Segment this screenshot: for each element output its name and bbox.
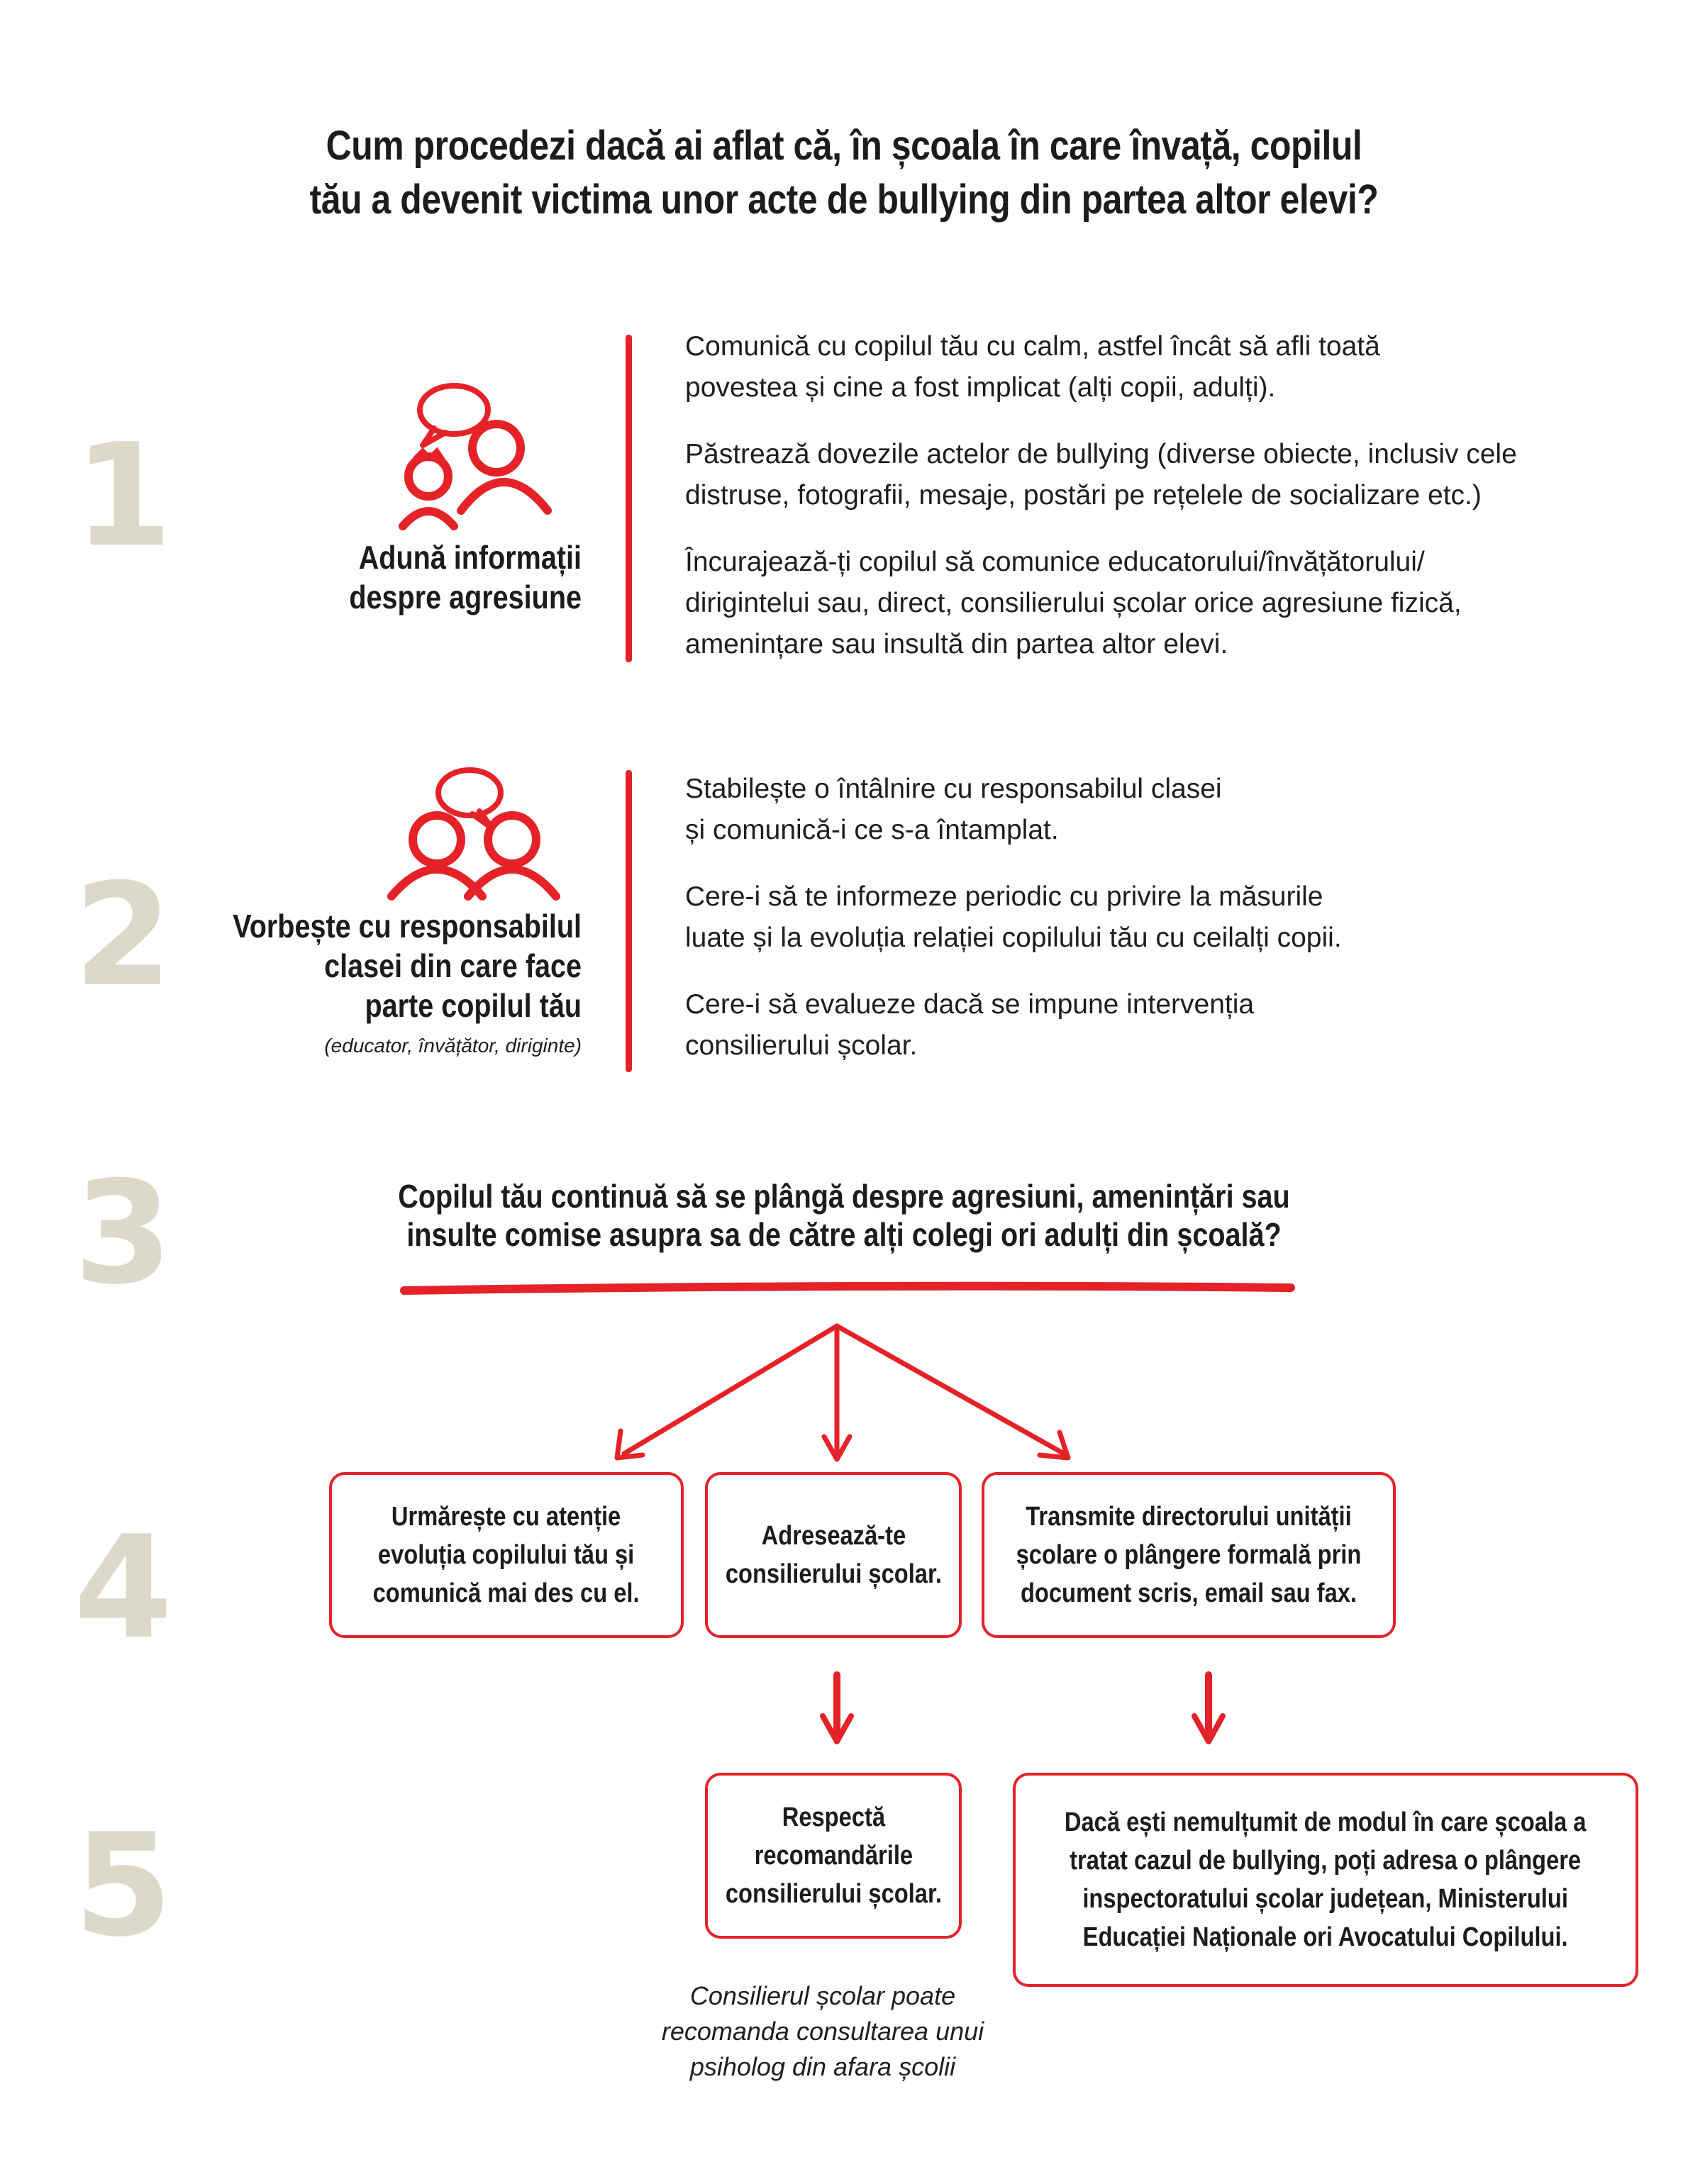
step2-divider bbox=[626, 770, 632, 1072]
step2-label: Vorbește cu responsabilul clasei din car… bbox=[233, 908, 582, 1024]
step2-label-note: (educator, învățător, diriginte) bbox=[324, 1035, 582, 1057]
step1-text: Comunică cu copilul tău cu calm, astfel … bbox=[685, 326, 1664, 691]
step-number-4: 4 bbox=[74, 1505, 173, 1671]
step4-box-monitor: Urmărește cu atenție evoluția copilului … bbox=[329, 1472, 684, 1638]
step1-paragraph: Încurajează-ți copilul să comunice educa… bbox=[685, 547, 1462, 659]
step1-divider bbox=[626, 335, 632, 662]
step2-paragraph: Cere-i să te informeze periodic cu privi… bbox=[685, 881, 1342, 953]
step-number-1: 1 bbox=[74, 413, 173, 579]
step4-box-complaint: Transmite directorului unității școlare … bbox=[982, 1472, 1396, 1638]
step-number-2: 2 bbox=[74, 853, 173, 1018]
arrow-to-box-1 bbox=[621, 1323, 840, 1456]
step5-box-recommendations: Respectă recomandările consilierului șco… bbox=[705, 1773, 962, 1939]
speech-bubble-icon bbox=[417, 383, 491, 448]
step2-text: Stabilește o întâlnire cu responsabilul … bbox=[685, 769, 1664, 1092]
step1-paragraph: Comunică cu copilul tău cu calm, astfel … bbox=[685, 331, 1380, 403]
adult-icon bbox=[464, 811, 560, 901]
step2-paragraph: Stabilește o întâlnire cu responsabilul … bbox=[685, 774, 1222, 845]
arrow-to-box-3 bbox=[834, 1323, 1067, 1456]
step4-box-counselor: Adresează-te consilierului școlar. bbox=[705, 1472, 962, 1638]
adult-icon bbox=[387, 811, 487, 901]
step2-paragraph: Cere-i să evalueze dacă se impune interv… bbox=[685, 989, 1255, 1061]
page-title: Cum procedezi dacă ai aflat că, în școal… bbox=[309, 123, 1379, 223]
step3-question: Copilul tău continuă să se plângă despre… bbox=[398, 1178, 1290, 1253]
step5-box-formal-complaint: Dacă ești nemulțumit de modul în care șc… bbox=[1013, 1773, 1638, 1987]
adult-icon bbox=[457, 420, 552, 515]
counselor-note: Consilierul școlar poate recomanda consu… bbox=[661, 1981, 984, 2081]
child-icon bbox=[399, 447, 458, 530]
question-underline bbox=[400, 1281, 1295, 1295]
step1-paragraph: Păstrează dovezile actelor de bullying (… bbox=[685, 439, 1517, 511]
step-number-3: 3 bbox=[74, 1151, 173, 1316]
step-number-5: 5 bbox=[74, 1803, 173, 1968]
step1-label: Adună informații despre agresiune bbox=[349, 539, 582, 615]
